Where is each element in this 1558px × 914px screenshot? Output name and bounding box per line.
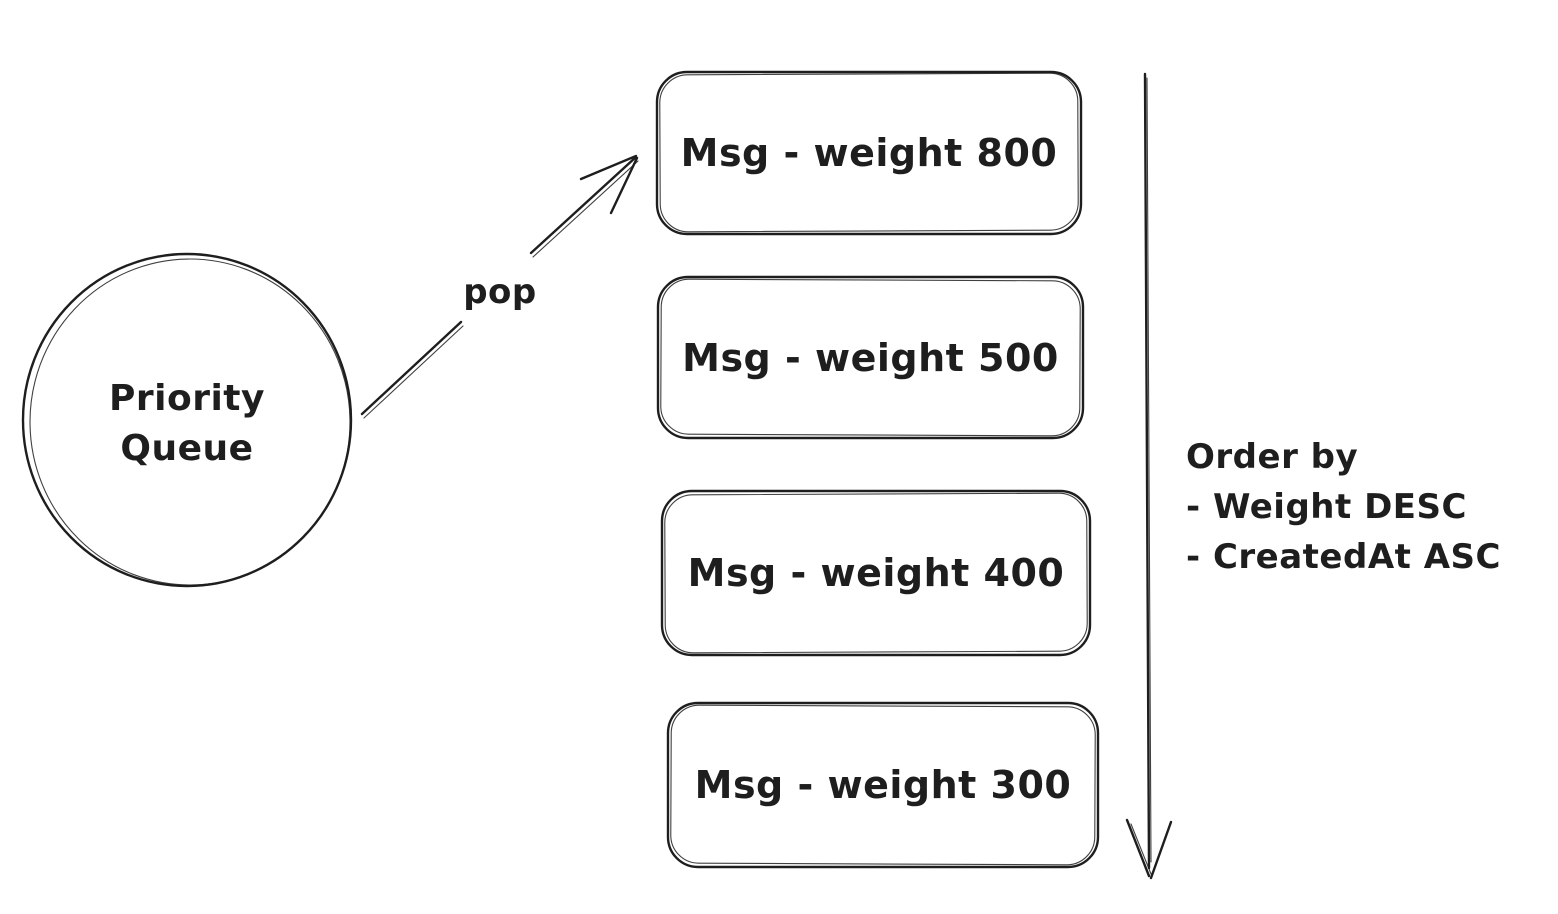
msg-box-weight-400 bbox=[660, 489, 1092, 657]
msg-box-label-300: Msg - weight 300 bbox=[694, 763, 1072, 807]
msg-box-weight-500 bbox=[656, 275, 1085, 440]
order-note: Order by - Weight DESC - CreatedAt ASC bbox=[1186, 432, 1501, 582]
msg-box-label-500: Msg - weight 500 bbox=[682, 335, 1059, 380]
msg-box-weight-300 bbox=[666, 701, 1100, 869]
order-note-createdat-asc: - CreatedAt ASC bbox=[1186, 537, 1501, 577]
pop-arrow bbox=[360, 154, 639, 419]
priority-queue-circle bbox=[21, 252, 353, 588]
msg-box-label-400: Msg - weight 400 bbox=[687, 551, 1065, 595]
order-direction-arrow bbox=[1125, 72, 1173, 880]
msg-box-label-800: Msg - weight 800 bbox=[680, 131, 1058, 175]
msg-box-weight-800 bbox=[655, 70, 1083, 236]
priority-queue-label: Priority Queue bbox=[109, 378, 265, 469]
order-note-title: Order by bbox=[1186, 437, 1359, 477]
order-note-weight-desc: - Weight DESC bbox=[1186, 487, 1467, 527]
pop-arrow-label: pop bbox=[463, 272, 537, 312]
